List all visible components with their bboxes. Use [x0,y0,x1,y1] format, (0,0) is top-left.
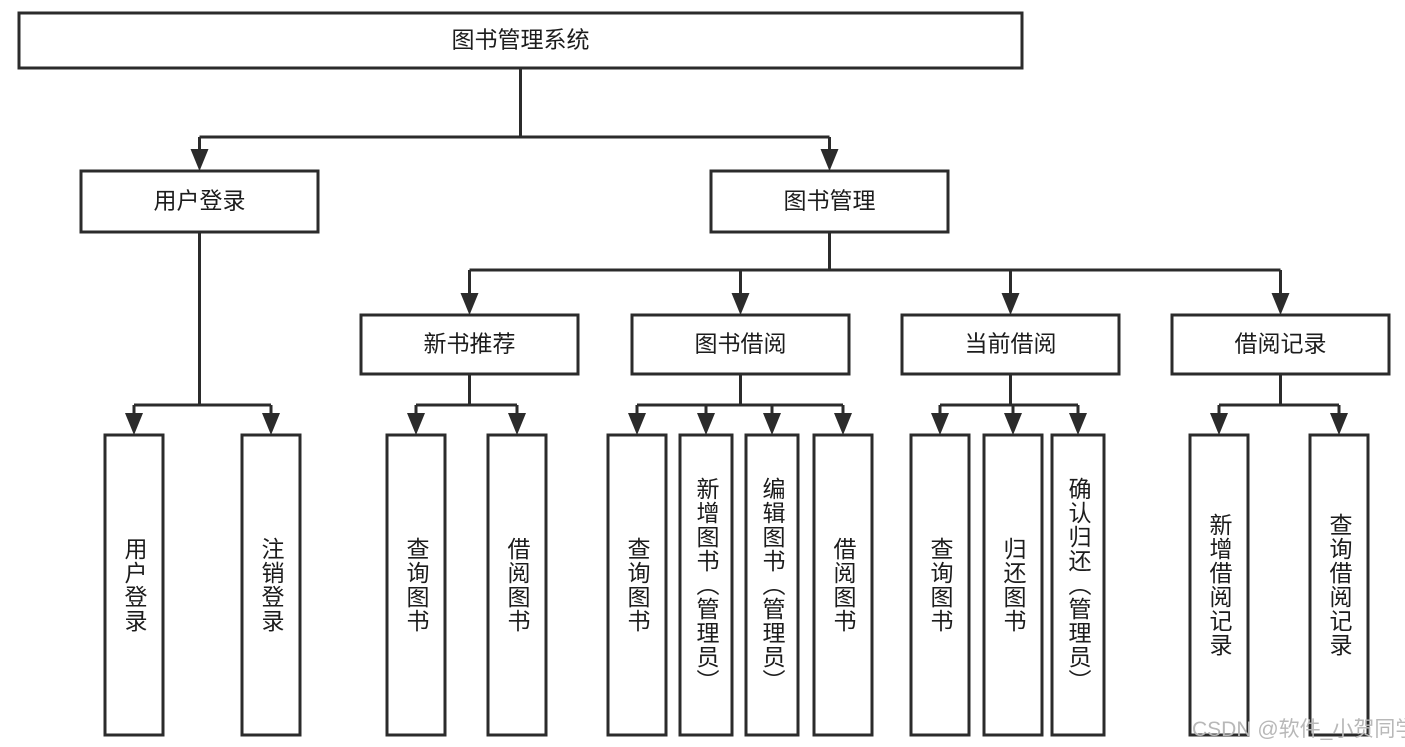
arrow-head-icon-leaf-user-logout [262,413,280,435]
node-box-leaf-query-book-2[interactable] [606,433,668,737]
node-label-wrap-leaf-user-login: 用户登录 [105,435,163,735]
arrow-head-icon-leaf-query-book-1 [407,413,425,435]
node-label-current-borrow: 当前借阅 [965,331,1057,357]
node-label-leaf-user-logout: 注销登录 [258,537,285,633]
node-box-borrow-record[interactable] [1170,313,1391,376]
node-label-leaf-borrow-book-2: 借阅图书 [830,537,857,633]
arrow-head-icon-leaf-borrow-book-1 [508,413,526,435]
node-label-wrap-leaf-user-logout: 注销登录 [242,435,300,735]
arrow-head-icon-leaf-return-book [1004,413,1022,435]
arrow-head-icon-book-manage [820,149,839,171]
node-box-new-book-recommend[interactable] [359,313,580,376]
arrow-head-icon-leaf-borrow-book-2 [834,413,852,435]
arrow-head-icon-current-borrow [1001,293,1020,315]
node-label-leaf-borrow-book-1: 借阅图书 [504,537,531,633]
arrow-head-icon-leaf-query-borrow-record [1330,413,1348,435]
node-box-book-borrow[interactable] [630,313,851,376]
node-label-wrap-leaf-edit-book-admin: 编辑图书（管理员） [746,435,798,735]
node-box-leaf-borrow-book-1[interactable] [486,433,548,737]
arrow-head-icon-leaf-confirm-return-admin [1069,413,1087,435]
arrow-head-icon-leaf-add-book-admin [697,413,715,435]
arrow-head-icon-user-login [190,149,209,171]
node-label-wrap-leaf-add-borrow-record: 新增借阅记录 [1190,435,1248,735]
node-label-borrow-record: 借阅记录 [1235,331,1327,357]
arrow-head-icon-leaf-query-book-3 [931,413,949,435]
node-box-leaf-query-book-3[interactable] [909,433,971,737]
node-box-user-login[interactable] [79,169,320,234]
node-label-book-manage: 图书管理 [784,188,876,214]
connectors-layer [125,68,1348,435]
node-box-leaf-edit-book-admin[interactable] [744,433,800,737]
node-label-root: 图书管理系统 [452,27,590,53]
node-label-leaf-confirm-return-admin: 确认归还（管理员） [1065,477,1092,693]
node-label-wrap-leaf-confirm-return-admin: 确认归还（管理员） [1052,435,1104,735]
node-box-book-manage[interactable] [709,169,950,234]
node-label-leaf-edit-book-admin: 编辑图书（管理员） [759,477,786,693]
node-box-leaf-add-borrow-record[interactable] [1188,433,1250,737]
node-box-leaf-confirm-return-admin[interactable] [1050,433,1106,737]
node-label-leaf-query-book-2: 查询图书 [624,537,651,633]
node-label-leaf-add-book-admin: 新增图书（管理员） [693,477,720,693]
node-box-leaf-add-book-admin[interactable] [678,433,734,737]
arrow-head-icon-new-book-recommend [460,293,479,315]
node-label-wrap-leaf-borrow-book-1: 借阅图书 [488,435,546,735]
node-box-leaf-query-book-1[interactable] [385,433,447,737]
node-label-wrap-leaf-query-borrow-record: 查询借阅记录 [1310,435,1368,735]
node-label-wrap-leaf-add-book-admin: 新增图书（管理员） [680,435,732,735]
node-label-wrap-leaf-borrow-book-2: 借阅图书 [814,435,872,735]
arrow-head-icon-leaf-edit-book-admin [763,413,781,435]
node-label-leaf-query-borrow-record: 查询借阅记录 [1326,513,1353,657]
node-box-leaf-return-book[interactable] [982,433,1044,737]
node-label-leaf-user-login: 用户登录 [121,537,148,633]
node-label-leaf-query-book-3: 查询图书 [927,537,954,633]
node-label-wrap-leaf-query-book-1: 查询图书 [387,435,445,735]
node-label-leaf-query-book-1: 查询图书 [403,537,430,633]
node-label-book-borrow: 图书借阅 [695,331,787,357]
arrow-head-icon-leaf-user-login [125,413,143,435]
node-box-leaf-user-logout[interactable] [240,433,302,737]
node-label-wrap-leaf-query-book-2: 查询图书 [608,435,666,735]
node-box-leaf-query-borrow-record[interactable] [1308,433,1370,737]
node-label-new-book-recommend: 新书推荐 [424,331,516,357]
arrow-head-icon-leaf-query-book-2 [628,413,646,435]
node-label-user-login: 用户登录 [154,188,246,214]
node-label-wrap-leaf-return-book: 归还图书 [984,435,1042,735]
node-box-leaf-user-login[interactable] [103,433,165,737]
node-box-current-borrow[interactable] [900,313,1121,376]
arrow-head-icon-leaf-add-borrow-record [1210,413,1228,435]
node-box-root[interactable] [17,11,1024,70]
node-label-leaf-return-book: 归还图书 [1000,537,1027,633]
node-label-leaf-add-borrow-record: 新增借阅记录 [1206,513,1233,657]
node-label-wrap-leaf-query-book-3: 查询图书 [911,435,969,735]
node-box-leaf-borrow-book-2[interactable] [812,433,874,737]
arrow-head-icon-borrow-record [1271,293,1290,315]
arrow-head-icon-book-borrow [731,293,750,315]
